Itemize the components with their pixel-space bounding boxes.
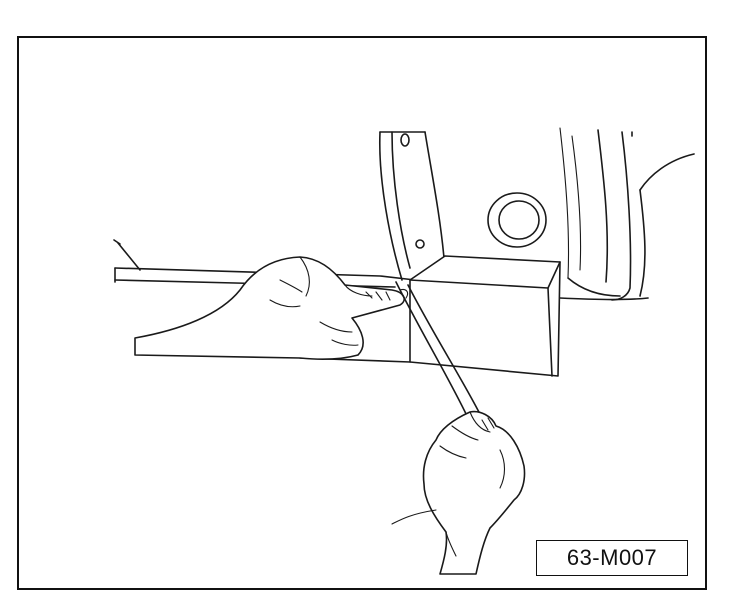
trim-strip-end	[117, 242, 141, 271]
figure-reference-label: 63-M007	[536, 540, 688, 576]
figure-reference-code: 63-M007	[566, 545, 658, 570]
grommet	[487, 192, 547, 248]
bolt-hole	[415, 239, 425, 249]
bolt-hole	[400, 133, 410, 147]
upper-hand	[134, 256, 409, 361]
body-panel	[378, 127, 695, 301]
lower-hand	[391, 410, 526, 575]
grommet-inner	[498, 200, 540, 240]
seal-strip	[395, 281, 483, 419]
